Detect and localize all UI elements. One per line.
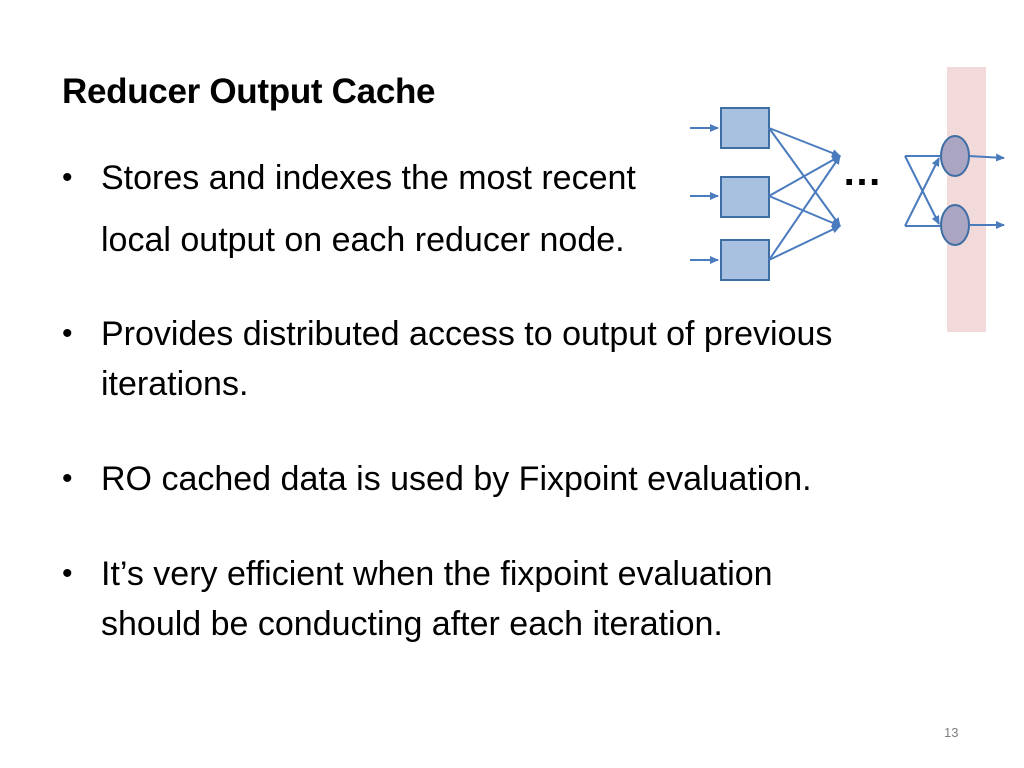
ellipsis-glyph: … (842, 150, 882, 194)
bullet-dot: • (62, 161, 73, 194)
bullet-text-line: should be conducting after each iteratio… (101, 605, 723, 643)
shuffle-arrow (768, 225, 841, 261)
shuffle-arrow (768, 127, 841, 157)
reducer-network-diagram (690, 67, 1005, 332)
bullet-dot: • (62, 317, 73, 350)
reducer-input-arrows (904, 155, 940, 227)
reducer-node (940, 135, 970, 177)
task-boxes (720, 107, 770, 281)
output-arrow (968, 153, 1005, 162)
input-arrows (690, 124, 719, 264)
reducer-node (940, 204, 970, 246)
slide-title: Reducer Output Cache (62, 72, 436, 111)
task-box (720, 107, 770, 149)
shuffle-arrow (768, 195, 841, 227)
bullet-text-line: Stores and indexes the most recent (101, 159, 636, 197)
reducer-input-arrow (904, 157, 940, 227)
bullet-text-line: iterations. (101, 365, 249, 403)
bullet-text-line: Provides distributed access to output of… (101, 315, 833, 353)
cache-band (947, 67, 986, 332)
bullet-dot: • (62, 462, 73, 495)
task-box (720, 176, 770, 218)
bullet-dot: • (62, 557, 73, 590)
reducer-nodes (940, 135, 970, 246)
bullet-text-line: It’s very efficient when the fixpoint ev… (101, 555, 773, 593)
output-arrows (968, 153, 1005, 229)
shuffle-arrows (768, 127, 841, 261)
shuffle-arrow (768, 155, 841, 261)
bullet-text-line: local output on each reducer node. (101, 221, 625, 259)
page-number: 13 (944, 725, 959, 740)
task-box (720, 239, 770, 281)
shuffle-arrow (768, 155, 841, 197)
bullet-text-line: RO cached data is used by Fixpoint evalu… (101, 460, 812, 498)
